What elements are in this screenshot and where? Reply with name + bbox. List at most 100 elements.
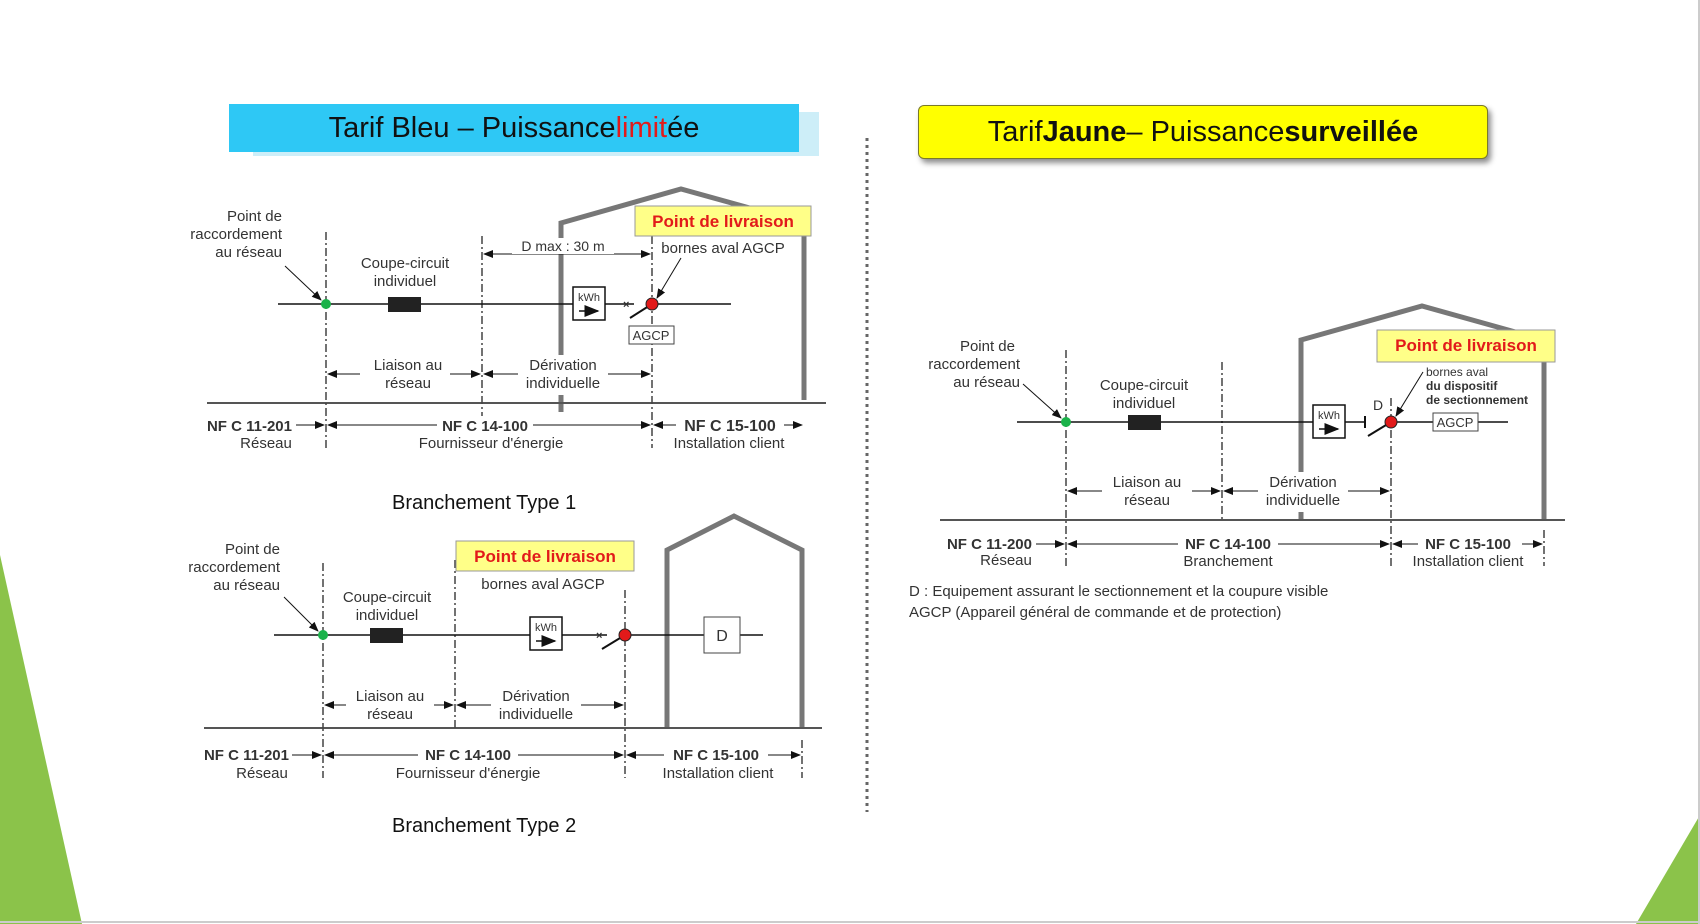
derivation-line2: individuelle: [1266, 492, 1340, 509]
agcp-label: AGCP: [1437, 415, 1474, 430]
title-jaune-surveillee: surveillée: [1284, 115, 1419, 148]
nf3-label: NF C 15-100: [1425, 536, 1511, 553]
house-outline: [664, 513, 805, 728]
title-jaune-part1: Tarif: [987, 115, 1043, 148]
nf3-sub: Installation client: [674, 435, 786, 452]
d-label: D: [1373, 397, 1383, 413]
point-livraison-box: [455, 540, 635, 572]
breaker-x: ×: [596, 630, 602, 642]
bornes-line2: du dispositif: [1426, 379, 1498, 393]
network-connection-dot: [321, 299, 331, 309]
coupe-circuit-line1: Coupe-circuit: [361, 255, 450, 272]
pointer-raccordement: [1022, 383, 1062, 419]
delivery-point-dot: [618, 628, 632, 642]
title-bleu-part3: ée: [667, 111, 700, 144]
liaison-line1: Liaison au: [356, 688, 424, 705]
derivation-line1: Dérivation: [1269, 474, 1337, 491]
nf1-sub: Réseau: [236, 765, 288, 782]
pointer-bornes: [1395, 371, 1424, 417]
dmax-label: D max : 30 m: [521, 238, 604, 254]
point-livraison-box: [1376, 329, 1556, 363]
point-raccordement-line1: Point de: [227, 208, 282, 225]
nf2-sub: Fournisseur d'énergie: [419, 435, 564, 452]
coupe-circuit-line2: individuel: [356, 607, 419, 624]
derivation-line2: individuelle: [526, 375, 600, 392]
agcp-label: AGCP: [633, 328, 670, 343]
point-raccordement-line3: au réseau: [215, 244, 282, 261]
nf2-label: NF C 14-100: [442, 418, 528, 435]
coupe-circuit-line2: individuel: [374, 273, 437, 290]
point-raccordement-line2: raccordement: [928, 356, 1021, 373]
bornes-line1: bornes aval: [1426, 365, 1488, 379]
diagram-tarif-jaune: kWh D AGCP Point de raccordement au rése…: [928, 303, 1565, 570]
diagram-type-1: kWh × AGCP Point de raccordement au rése…: [190, 186, 826, 452]
nf1-label: NF C 11-201: [204, 747, 289, 764]
agcp-box: [1432, 412, 1479, 432]
nf3-bg: [664, 746, 768, 764]
network-connection-dot: [1061, 417, 1071, 427]
coupe-circuit-line1: Coupe-circuit: [1100, 377, 1189, 394]
right-green-triangle: [1636, 815, 1700, 924]
point-raccordement-line2: raccordement: [190, 226, 283, 243]
bornes-label: bornes aval AGCP: [481, 576, 604, 593]
nf3-label: NF C 15-100: [673, 747, 759, 764]
left-green-triangle: [0, 555, 82, 924]
house-outline: [558, 186, 807, 412]
nf1-sub: Réseau: [980, 552, 1032, 569]
derivation-bg: [491, 686, 581, 726]
nf2-label: NF C 14-100: [1185, 536, 1271, 553]
coupe-circuit-line1: Coupe-circuit: [343, 589, 432, 606]
title-jaune-bold: Jaune: [1042, 115, 1127, 148]
nf3-label: NF C 15-100: [684, 418, 776, 435]
pointer-raccordement: [284, 265, 322, 301]
fuse-icon: [1128, 415, 1161, 430]
kwh-label: kWh: [1318, 410, 1340, 422]
kwh-label: kWh: [578, 292, 600, 304]
liaison-line2: réseau: [367, 706, 413, 723]
delivery-point-dot: [1384, 415, 1398, 429]
house-outline: [1298, 303, 1547, 520]
d-box-label: D: [716, 628, 728, 645]
nf2-sub: Branchement: [1183, 553, 1273, 570]
title-bleu-limit: limit: [615, 111, 668, 144]
fuse-icon: [370, 628, 403, 643]
point-livraison-label: Point de livraison: [474, 547, 616, 566]
liaison-bg: [1102, 472, 1192, 512]
pointer-bornes: [656, 257, 682, 299]
nf2-label: NF C 14-100: [425, 747, 511, 764]
nf2-sub: Fournisseur d'énergie: [396, 765, 541, 782]
agcp-box: [628, 325, 675, 345]
title-bleu-part1: Tarif Bleu – Puissance: [328, 111, 616, 144]
caption-type-2: Branchement Type 2: [392, 815, 577, 837]
nf3-sub: Installation client: [1413, 553, 1525, 570]
bornes-label: bornes aval AGCP: [661, 240, 784, 257]
derivation-bg: [518, 355, 608, 395]
point-raccordement-line3: au réseau: [953, 374, 1020, 391]
d-equipment-box: [703, 616, 741, 654]
fuse-icon: [388, 297, 421, 312]
coupe-circuit-line2: individuel: [1113, 395, 1176, 412]
point-livraison-label: Point de livraison: [652, 212, 794, 231]
legend-agcp: AGCP (Appareil général de commande et de…: [909, 604, 1282, 621]
liaison-line2: réseau: [385, 375, 431, 392]
nf2-bg: [1178, 535, 1278, 553]
nf2-bg: [418, 746, 518, 764]
liaison-bg: [360, 355, 450, 395]
liaison-line1: Liaison au: [374, 357, 442, 374]
nf1-label: NF C 11-201: [207, 418, 292, 435]
nf3-bg: [1418, 535, 1522, 553]
nf3-bg: [676, 416, 784, 434]
breaker-x: ×: [623, 299, 629, 311]
derivation-line1: Dérivation: [529, 357, 597, 374]
liaison-bg: [346, 686, 434, 726]
derivation-line2: individuelle: [499, 706, 573, 723]
diagram-type-2: kWh × D Point de raccordement au réseau …: [188, 513, 822, 782]
point-raccordement-line3: au réseau: [213, 577, 280, 594]
point-raccordement-line2: raccordement: [188, 559, 281, 576]
bornes-line3: de sectionnement: [1426, 393, 1528, 407]
nf2-bg: [437, 416, 533, 434]
legend-d: D : Equipement assurant le sectionnement…: [909, 583, 1329, 600]
caption-type-1: Branchement Type 1: [392, 492, 577, 514]
